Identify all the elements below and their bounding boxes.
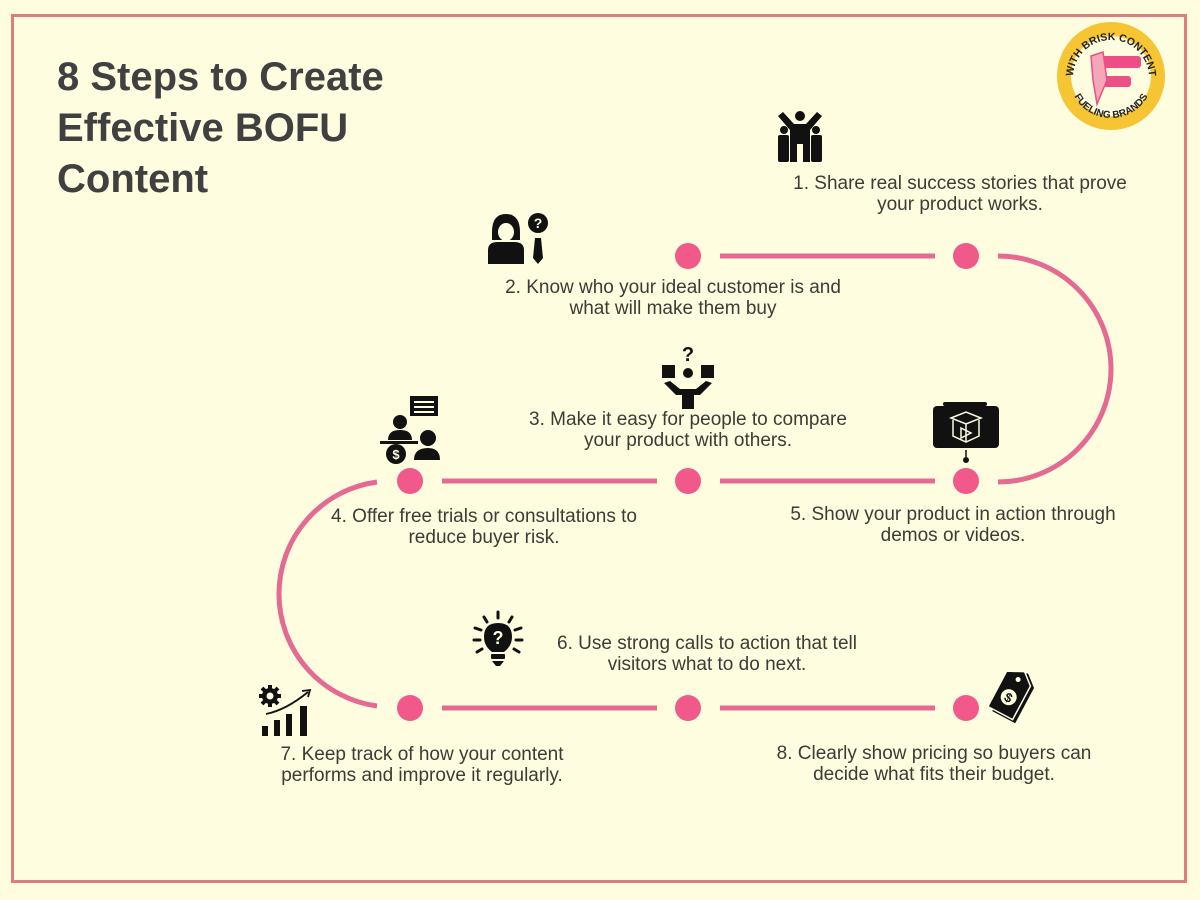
step-5-text: 5. Show your product in action through d… bbox=[753, 504, 1153, 546]
step-7-text: 7. Keep track of how your content perfor… bbox=[242, 744, 602, 786]
step-node-7 bbox=[397, 695, 423, 721]
step-node-1 bbox=[953, 243, 979, 269]
step-text-line: demos or videos. bbox=[880, 525, 1026, 546]
step-text-line: 6. Use strong calls to action that tell bbox=[557, 633, 857, 654]
compare-products-icon: ? bbox=[662, 345, 714, 409]
pencil-f-logo-icon bbox=[1090, 51, 1141, 107]
step-node-3 bbox=[675, 468, 701, 494]
title-line: 8 Steps to Create bbox=[57, 55, 384, 99]
step-text-line: your product with others. bbox=[583, 430, 793, 451]
step-4-text: 4. Offer free trials or consultations to… bbox=[284, 506, 684, 548]
page-frame bbox=[11, 14, 1187, 883]
step-text-line: 7. Keep track of how your content bbox=[280, 744, 564, 765]
svg-text:?: ? bbox=[493, 628, 504, 648]
step-text-line: 1. Share real success stories that prove bbox=[793, 173, 1127, 194]
performance-growth-icon bbox=[259, 685, 312, 736]
step-8-text: 8. Clearly show pricing so buyers can de… bbox=[734, 743, 1134, 785]
connector-curve-right bbox=[997, 253, 1114, 485]
step-node-2 bbox=[675, 243, 701, 269]
team-celebration-icon bbox=[778, 111, 822, 162]
consultation-icon: $ bbox=[380, 396, 440, 464]
step-text-line: decide what fits their budget. bbox=[813, 764, 1055, 785]
step-text-line: 3. Make it easy for people to compare bbox=[529, 409, 847, 430]
step-text-line: reduce buyer risk. bbox=[408, 527, 560, 548]
customer-question-icon: ? bbox=[488, 213, 548, 264]
title-line: Content bbox=[57, 157, 209, 201]
brand-logo: WITH BRISK CONTENT FUELING BRANDS bbox=[1057, 22, 1165, 130]
lightbulb-question-icon: ? bbox=[472, 610, 524, 666]
svg-text:$: $ bbox=[392, 447, 400, 462]
step-6-text: 6. Use strong calls to action that tell … bbox=[517, 633, 897, 675]
step-node-4 bbox=[397, 468, 423, 494]
step-text-line: 5. Show your product in action through bbox=[790, 504, 1116, 525]
step-text-line: what will make them buy bbox=[569, 298, 777, 319]
svg-text:?: ? bbox=[682, 345, 694, 366]
step-text-line: your product works. bbox=[877, 194, 1043, 215]
title-line: Effective BOFU bbox=[57, 106, 349, 150]
step-node-5 bbox=[953, 468, 979, 494]
step-node-6 bbox=[675, 695, 701, 721]
step-text-line: performs and improve it regularly. bbox=[281, 765, 563, 786]
step-text-line: 2. Know who your ideal customer is and bbox=[505, 277, 841, 298]
step-1-text: 1. Share real success stories that prove… bbox=[760, 173, 1160, 215]
step-text-line: 8. Clearly show pricing so buyers can bbox=[776, 743, 1092, 764]
step-2-text: 2. Know who your ideal customer is and w… bbox=[473, 277, 873, 319]
page-title: 8 Steps to Create Effective BOFU Content bbox=[57, 52, 477, 205]
step-3-text: 3. Make it easy for people to compare yo… bbox=[488, 409, 888, 451]
step-node-8 bbox=[953, 695, 979, 721]
svg-text:?: ? bbox=[534, 215, 543, 231]
price-tag-icon: $ bbox=[986, 670, 1034, 724]
step-text-line: 4. Offer free trials or consultations to bbox=[331, 506, 637, 527]
step-text-line: visitors what to do next. bbox=[607, 654, 807, 675]
connector-curve-left bbox=[276, 479, 378, 709]
product-demo-video-icon bbox=[933, 402, 999, 463]
